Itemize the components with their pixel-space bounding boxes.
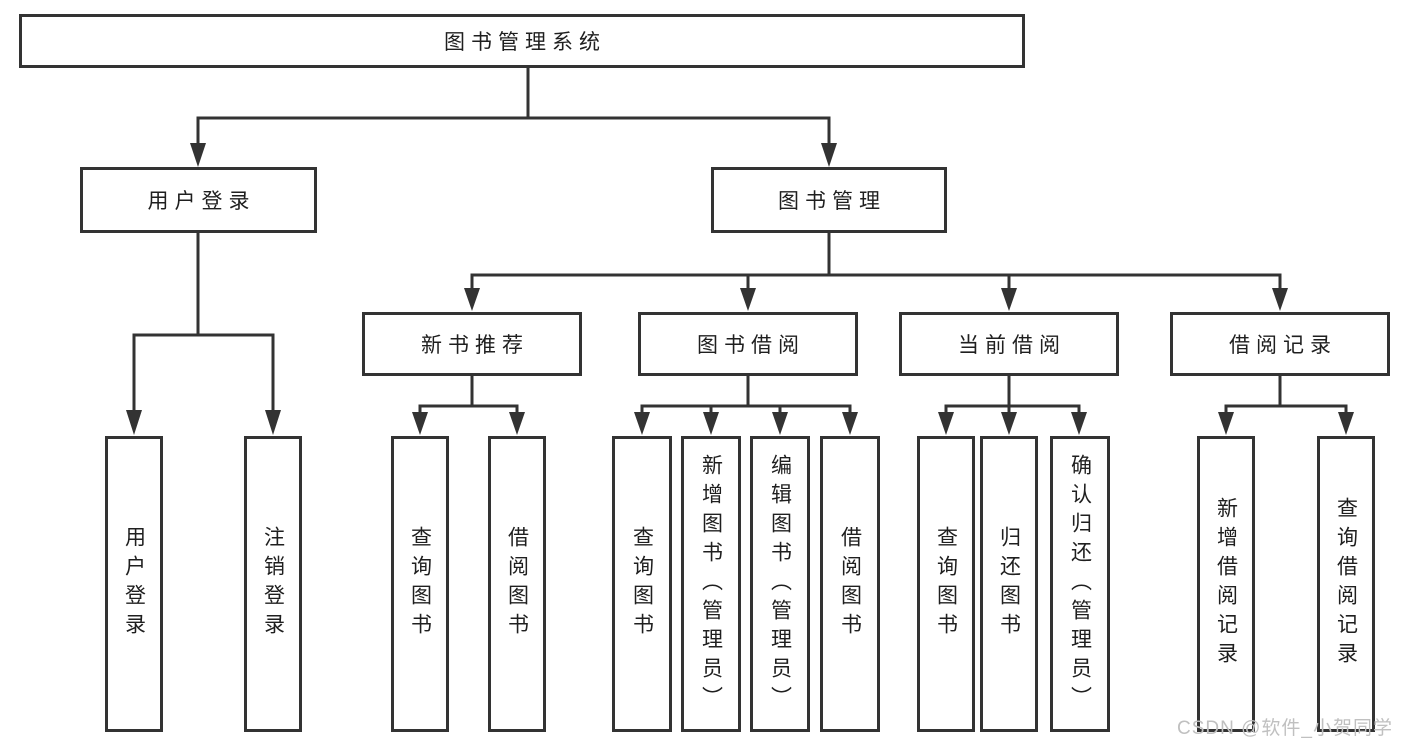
leaf-borrow-edit: 编辑图书（管理员） [750,436,810,732]
node-book-borrow-label: 图书借阅 [697,334,805,357]
leaf-logout-label: 注销登录 [261,526,285,642]
leaf-borrow-edit-label: 编辑图书（管理员） [768,453,792,715]
node-user-login-label: 用户登录 [147,190,256,213]
leaf-borrow-add: 新增图书（管理员） [681,436,741,732]
leaf-borrow-query-label: 查询图书 [630,526,654,642]
node-user-login: 用户登录 [80,167,317,233]
connector-borrow-record-to-leaves [1218,376,1354,435]
leaf-user-login-label: 用户登录 [122,526,146,642]
leaf-current-return: 归还图书 [980,436,1038,732]
connector-user-login-to-leaves [126,233,281,435]
leaf-borrow-query: 查询图书 [612,436,672,732]
leaf-logout: 注销登录 [244,436,302,732]
leaf-current-query: 查询图书 [917,436,975,732]
node-new-book-rec: 新书推荐 [362,312,582,376]
connector-new-book-to-leaves [412,376,525,435]
node-new-book-rec-label: 新书推荐 [421,334,529,357]
node-book-mgmt: 图书管理 [711,167,947,233]
connector-root-to-level2 [190,67,837,167]
leaf-borrow-book-label: 借阅图书 [838,526,862,642]
node-borrow-record-label: 借阅记录 [1229,334,1337,357]
node-current-borrow: 当前借阅 [899,312,1119,376]
leaf-record-add-label: 新增借阅记录 [1214,497,1238,671]
leaf-current-query-label: 查询图书 [934,526,958,642]
leaf-user-login: 用户登录 [105,436,163,732]
node-root-label: 图书管理系统 [444,31,606,54]
csdn-watermark: CSDN @软件_小贺同学 [1177,718,1393,739]
leaf-record-query: 查询借阅记录 [1317,436,1375,732]
leaf-current-return-label: 归还图书 [997,526,1021,642]
leaf-newbook-query-label: 查询图书 [408,526,432,642]
connector-book-borrow-to-leaves [634,376,858,435]
node-book-borrow: 图书借阅 [638,312,858,376]
connector-book-mgmt-to-level3 [464,233,1288,311]
leaf-borrow-book: 借阅图书 [820,436,880,732]
leaf-record-add: 新增借阅记录 [1197,436,1255,732]
leaf-current-confirm-label: 确认归还（管理员） [1068,453,1092,715]
leaf-current-confirm: 确认归还（管理员） [1050,436,1110,732]
leaf-newbook-borrow-label: 借阅图书 [505,526,529,642]
node-current-borrow-label: 当前借阅 [958,334,1066,357]
node-borrow-record: 借阅记录 [1170,312,1390,376]
leaf-newbook-query: 查询图书 [391,436,449,732]
node-book-mgmt-label: 图书管理 [778,190,886,213]
connector-current-borrow-to-leaves [938,376,1087,435]
leaf-record-query-label: 查询借阅记录 [1334,497,1358,671]
leaf-newbook-borrow: 借阅图书 [488,436,546,732]
leaf-borrow-add-label: 新增图书（管理员） [699,453,723,715]
node-root: 图书管理系统 [19,14,1025,68]
